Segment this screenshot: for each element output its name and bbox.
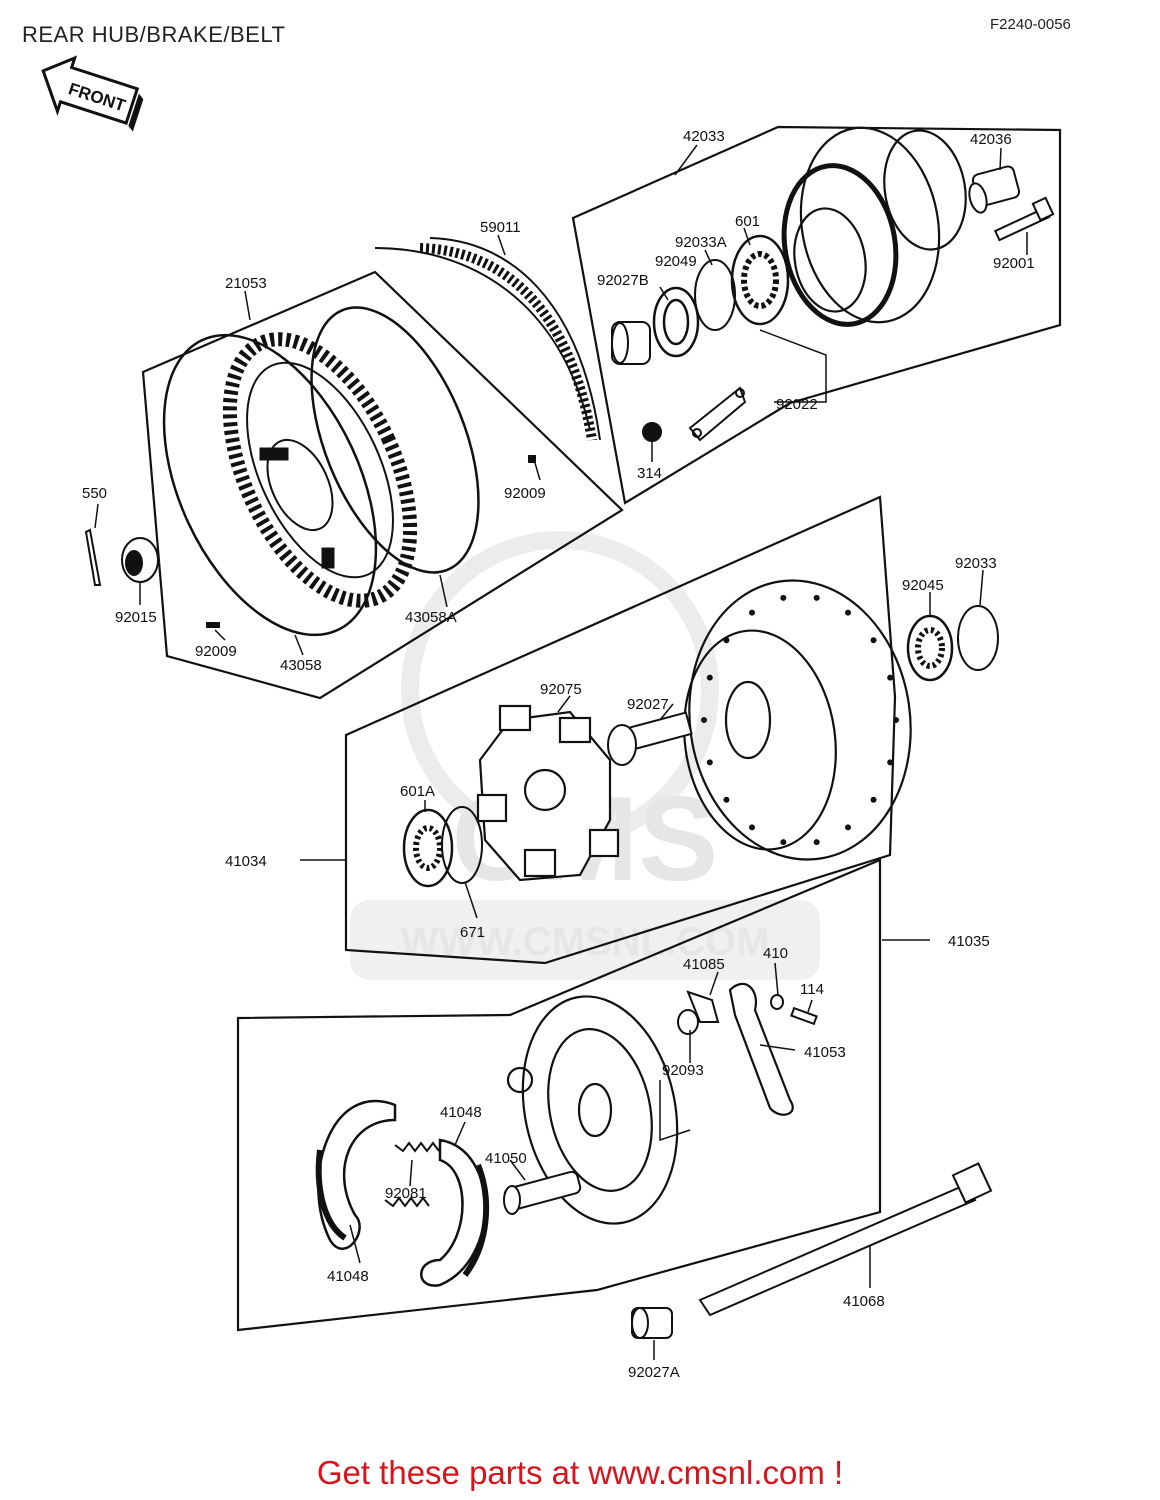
spoke-hole [723,796,730,803]
part-label-43058A: 43058A [405,609,457,626]
hub-circlip-icon [694,259,736,331]
part-label-21053: 21053 [225,275,267,292]
sprocket-group-frame [141,270,624,700]
part-label-59011: 59011 [480,219,521,236]
part-label-92033A: 92033A [675,234,727,251]
brake-panel [506,995,679,1225]
part-label-42036: 42036 [970,131,1012,148]
hub-nut-icon [642,422,662,442]
brake-indicator-plate-icon [686,990,720,1023]
part-label-43058: 43058 [280,657,322,674]
part-label-41053: 41053 [804,1044,846,1061]
lever-bolt-icon [770,994,818,1026]
part-label-41050: 41050 [485,1150,527,1167]
wheel-collar-icon [607,711,693,766]
spoke-hole [893,717,899,723]
spoke-hole [887,759,894,766]
drive-belt [374,237,601,441]
spoke-hole [706,674,713,681]
castle-nut-icon [121,537,159,583]
diagram-code: F2240-0056 [990,16,1071,33]
spoke-hole [749,824,755,831]
front-arrow-icon: FRONT [41,55,144,132]
axle-collar-icon [631,1307,673,1339]
spoke-hole [813,594,820,601]
part-label-92027: 92027 [627,696,669,713]
spoke-hole [723,637,730,644]
wheel-group-frame [344,495,897,965]
part-label-92001: 92001 [993,255,1035,272]
cotter-pin-icon [84,528,102,586]
spoke-hole [701,717,707,723]
hub-group-frame [571,125,1062,505]
brake-spring-icon [384,1141,440,1208]
rear-sprocket [162,332,418,637]
part-label-601: 601 [735,213,760,230]
part-label-41068: 41068 [843,1293,885,1310]
rear-axle [698,1162,993,1317]
hub-bearing-icon [730,234,790,326]
part-label-42033: 42033 [683,128,725,145]
spoke-hole [845,609,851,616]
brake-shoe-front [315,1099,397,1250]
spoke-hole [887,674,894,681]
sprocket-retainer-ring [310,306,480,574]
part-label-550: 550 [82,485,107,502]
part-label-92033: 92033 [955,555,997,572]
part-label-410: 410 [763,945,788,962]
hub-oil-seal-icon [652,286,700,358]
hub-sleeve-icon [968,165,1021,214]
spoke-hole [749,609,755,616]
damper-rubber-icon [476,704,620,882]
wheel-hub-spoke-holes [701,594,899,846]
damper-o-ring-icon [441,806,483,884]
spoke-hole [845,824,851,831]
part-label-41048-upper: 41048 [440,1104,482,1121]
part-label-92027A: 92027A [628,1364,680,1381]
part-label-92081: 92081 [385,1185,427,1202]
part-label-92015: 92015 [115,609,157,626]
part-label-92045: 92045 [902,577,944,594]
watermark: CMS WWW.CMSNL.COM [350,531,820,980]
spoke-hole [870,796,877,803]
spoke-hole [706,759,713,766]
brake-washer-icon [677,1009,699,1035]
part-label-92075: 92075 [540,681,582,698]
wheel-hub [683,579,912,861]
part-label-41085: 41085 [683,956,725,973]
part-label-92022: 92022 [776,396,818,413]
part-label-92049: 92049 [655,253,697,270]
brake-group-frame [236,858,882,1332]
sprocket-bolt-icon [206,455,536,628]
part-label-114: 114 [800,981,824,998]
part-label-671: 671 [460,924,485,941]
spoke-hole [870,637,877,644]
part-label-601A: 601A [400,783,435,800]
part-label-92009-lower: 92009 [195,643,237,660]
wheel-circlip-icon [957,605,999,671]
brake-shoe-rear [420,1138,490,1287]
part-label-92093: 92093 [662,1062,704,1079]
spoke-hole [780,594,787,601]
part-label-41048-lower: 41048 [327,1268,369,1285]
sprocket-hub [781,126,967,327]
part-label-41035: 41035 [948,933,990,950]
part-label-314: 314 [637,465,662,482]
hub-bolt-icon [993,196,1055,242]
wheel-bearing-icon [906,614,954,682]
diagram-title: REAR HUB/BRAKE/BELT [22,22,286,47]
hub-collar-icon [611,321,651,365]
brake-camshaft-icon [503,1170,582,1215]
part-label-92009-upper: 92009 [504,485,546,502]
damper-bearing-icon [402,808,454,888]
lock-plate-icon [688,386,747,442]
brake-cam-lever-icon [728,982,794,1116]
spoke-hole [780,839,787,846]
footer-link[interactable]: Get these parts at www.cmsnl.com ! [316,1454,844,1491]
part-label-92027B: 92027B [597,272,649,289]
spoke-hole [813,839,820,846]
part-label-41034: 41034 [225,853,267,870]
